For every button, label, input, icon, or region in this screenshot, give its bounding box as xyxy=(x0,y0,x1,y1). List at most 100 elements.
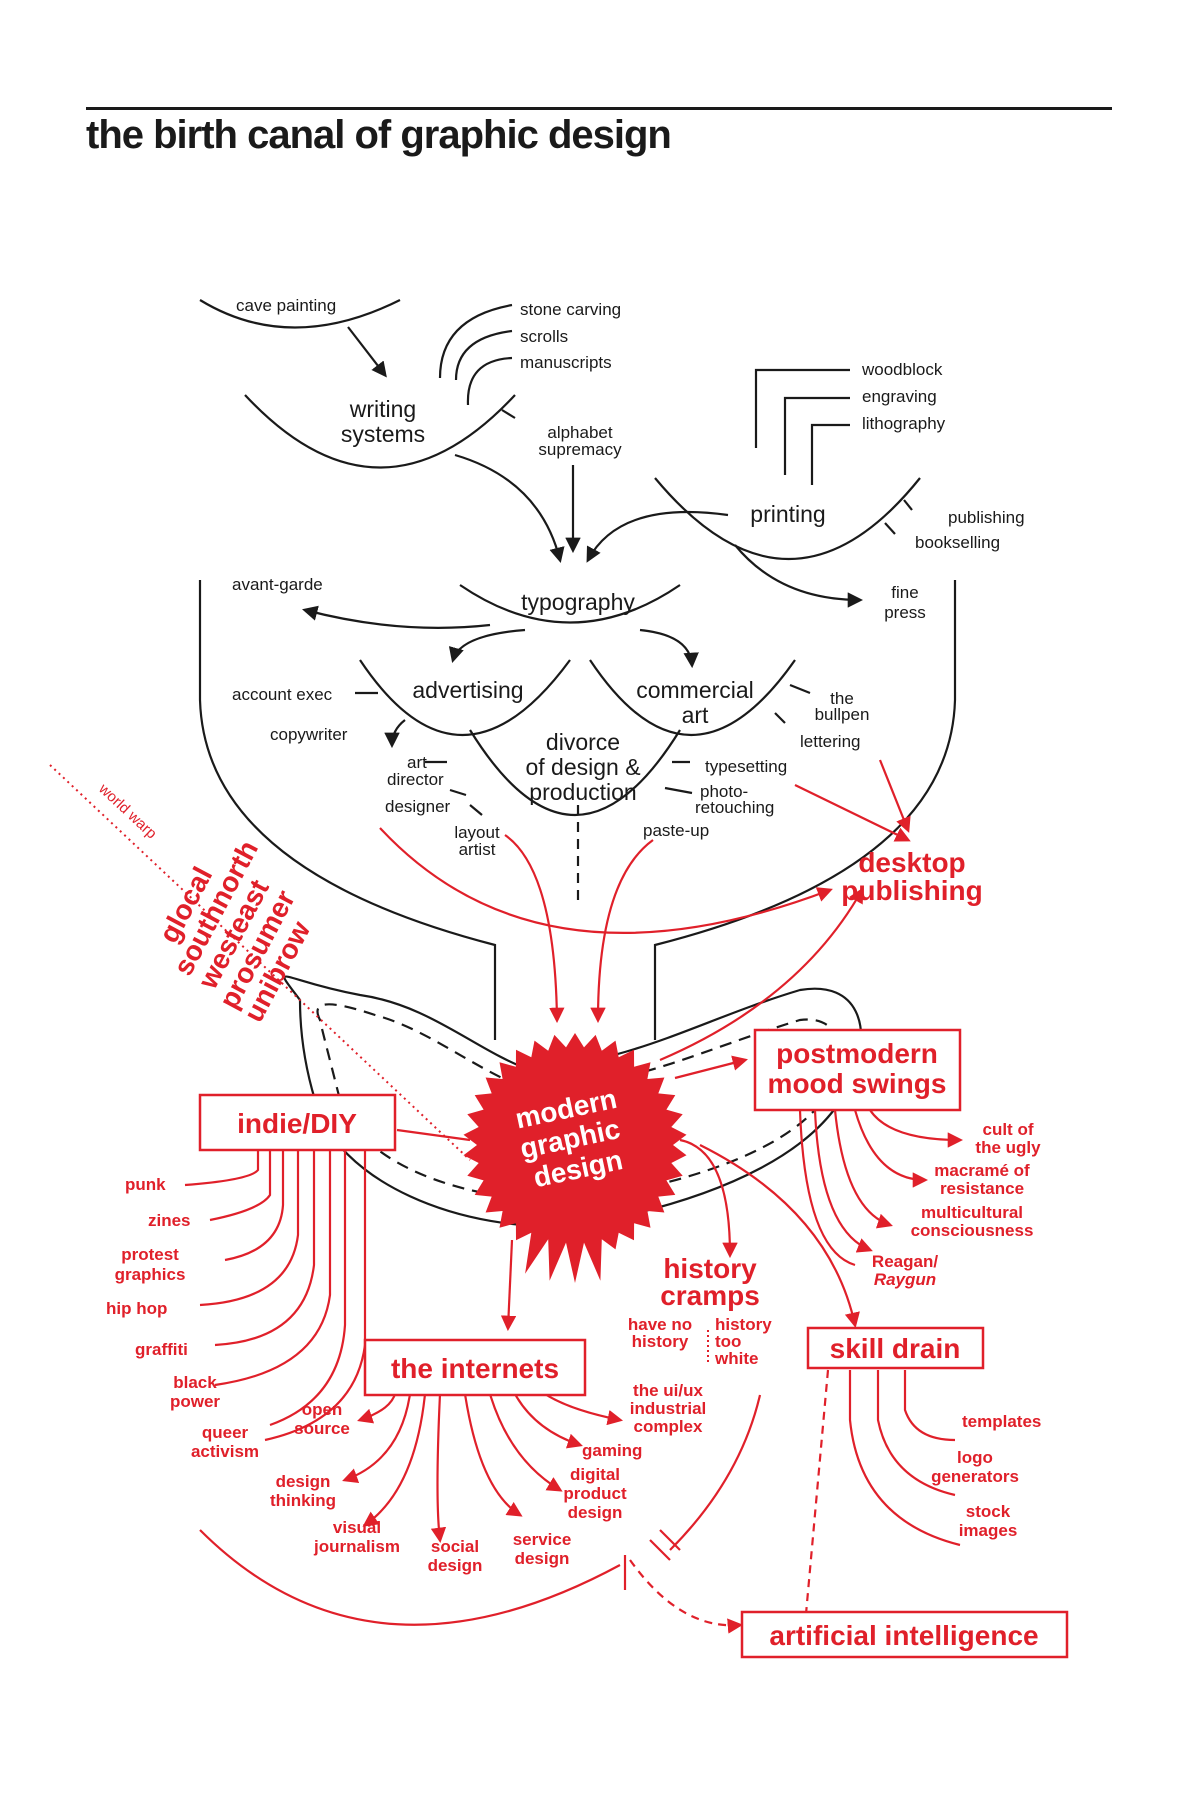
hip-hop-label: hip hop xyxy=(106,1299,167,1318)
logo-generators-line-1: logo xyxy=(957,1448,993,1467)
protest-graphics-line-2: graphics xyxy=(115,1265,186,1284)
gaming-label: gaming xyxy=(582,1441,642,1460)
have-no-history-line-2: history xyxy=(632,1332,689,1351)
world-warp-label: world warp xyxy=(95,780,160,843)
fine-press-line-2: press xyxy=(884,603,926,622)
ui-ux-line-2: industrial xyxy=(630,1399,707,1418)
typesetting-label: typesetting xyxy=(705,757,787,776)
logo-generators-line-2: generators xyxy=(931,1467,1019,1486)
social-design-line-1: social xyxy=(431,1537,479,1556)
photo-retouching-line-2: retouching xyxy=(695,798,774,817)
ui-ux-line-3: complex xyxy=(634,1417,704,1436)
history-cramps-line-1: history xyxy=(663,1253,757,1284)
cave-painting-label: cave painting xyxy=(236,296,336,315)
the-bullpen-line-2: bullpen xyxy=(815,705,870,724)
social-design-line-2: design xyxy=(428,1556,483,1575)
skill-drain-label: skill drain xyxy=(830,1333,961,1364)
publishing-label: publishing xyxy=(948,508,1025,527)
fine-press-line-1: fine xyxy=(891,583,918,602)
design-thinking-line-1: design xyxy=(276,1472,331,1491)
red-boxes xyxy=(198,1028,1069,1659)
writing-systems-line-2: systems xyxy=(341,421,425,447)
service-design-line-1: service xyxy=(513,1530,572,1549)
service-design-line-2: design xyxy=(515,1549,570,1568)
art-director-line-2: director xyxy=(387,770,444,789)
modern-graphic-design-splat xyxy=(463,1033,687,1283)
designer-label: designer xyxy=(385,797,451,816)
advertising-label: advertising xyxy=(412,677,523,703)
postmodern-line-1: postmodern xyxy=(776,1038,938,1069)
divorce-line-1: divorce xyxy=(546,729,620,755)
avant-garde-label: avant-garde xyxy=(232,575,323,594)
layout-artist-line-2: artist xyxy=(459,840,496,859)
internets-box xyxy=(363,1338,587,1397)
printing-label: printing xyxy=(750,501,825,527)
divorce-line-3: production xyxy=(529,779,636,805)
desktop-publishing-line-1: desktop xyxy=(858,847,965,878)
skill-drain-box xyxy=(806,1326,985,1370)
alphabet-supremacy-line-1: alphabet xyxy=(547,423,613,442)
commercial-art-line-1: commercial xyxy=(636,677,754,703)
stock-images-line-2: images xyxy=(959,1521,1018,1540)
engraving-label: engraving xyxy=(862,387,937,406)
copywriter-label: copywriter xyxy=(270,725,348,744)
stock-images-line-1: stock xyxy=(966,1502,1011,1521)
black-power-line-2: power xyxy=(170,1392,220,1411)
typography-label: typography xyxy=(521,589,635,615)
multicultural-line-2: consciousness xyxy=(911,1221,1034,1240)
digital-product-line-3: design xyxy=(568,1503,623,1522)
ai-box xyxy=(740,1610,1069,1659)
glocal-words: glocal southnorth westeast prosumer unib… xyxy=(153,835,316,1027)
divorce-line-2: of design & xyxy=(525,754,640,780)
history-too-white-line-1: history xyxy=(715,1315,772,1334)
the-bullpen-line-1: the xyxy=(830,689,854,708)
protest-graphics-line-1: protest xyxy=(121,1245,179,1264)
digital-product-line-1: digital xyxy=(570,1465,620,1484)
history-cramps-line-2: cramps xyxy=(660,1280,760,1311)
desktop-publishing-line-2: publishing xyxy=(841,875,983,906)
open-source-line-2: source xyxy=(294,1419,350,1438)
internets-label: the internets xyxy=(391,1353,559,1384)
art-director-line-1: art xyxy=(407,753,427,772)
lettering-label: lettering xyxy=(800,732,860,751)
layout-artist-line-1: layout xyxy=(454,823,500,842)
black-power-line-1: black xyxy=(173,1373,217,1392)
visual-journalism-line-1: visual xyxy=(333,1518,381,1537)
zines-label: zines xyxy=(148,1211,191,1230)
postmodern-box xyxy=(753,1028,962,1112)
history-too-white-line-2: too xyxy=(715,1332,741,1351)
multicultural-line-1: multicultural xyxy=(921,1203,1023,1222)
alphabet-supremacy-line-2: supremacy xyxy=(538,440,622,459)
queer-activism-line-2: activism xyxy=(191,1442,259,1461)
paste-up-label: paste-up xyxy=(643,821,709,840)
woodblock-label: woodblock xyxy=(861,360,943,379)
have-no-history-line-1: have no xyxy=(628,1315,692,1334)
reagan-line-1: Reagan/ xyxy=(872,1252,938,1271)
lithography-label: lithography xyxy=(862,414,946,433)
open-source-line-1: open xyxy=(302,1400,343,1419)
indie-diy-label: indie/DIY xyxy=(237,1108,357,1139)
bookselling-label: bookselling xyxy=(915,533,1000,552)
writing-systems-line-1: writing xyxy=(349,396,416,422)
templates-label: templates xyxy=(962,1412,1041,1431)
graffiti-label: graffiti xyxy=(135,1340,188,1359)
digital-product-line-2: product xyxy=(563,1484,627,1503)
design-thinking-line-2: thinking xyxy=(270,1491,336,1510)
account-exec-label: account exec xyxy=(232,685,333,704)
manuscripts-label: manuscripts xyxy=(520,353,612,372)
ui-ux-line-1: the ui/ux xyxy=(633,1381,703,1400)
scrolls-label: scrolls xyxy=(520,327,568,346)
commercial-art-line-2: art xyxy=(682,702,709,728)
postmodern-line-2: mood swings xyxy=(768,1068,947,1099)
ai-label: artificial intelligence xyxy=(769,1620,1038,1651)
title-rule xyxy=(86,107,1112,110)
macrame-line-1: macramé of xyxy=(934,1161,1030,1180)
queer-activism-line-1: queer xyxy=(202,1423,249,1442)
visual-journalism-line-2: journalism xyxy=(313,1537,400,1556)
cult-of-ugly-line-2: the ugly xyxy=(975,1138,1041,1157)
reagan-line-2: Raygun xyxy=(874,1270,936,1289)
stone-carving-label: stone carving xyxy=(520,300,621,319)
red-lines xyxy=(49,759,964,1634)
